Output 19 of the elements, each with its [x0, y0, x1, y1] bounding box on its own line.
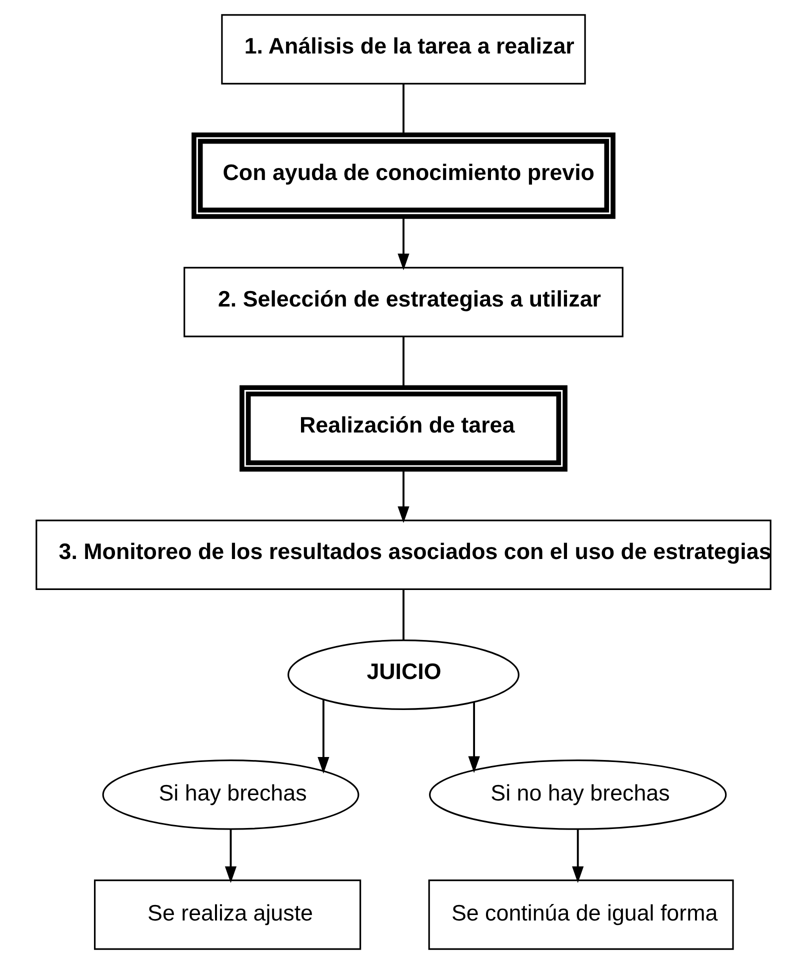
node-ellipse: Si no hay brechas: [428, 760, 726, 830]
node-box: 3. Monitoreo de los resultados asociados con el uso de estrategias: [35, 520, 771, 590]
connector: [402, 84, 404, 134]
arrow: [572, 829, 584, 883]
node-box: Se realiza ajuste: [93, 880, 361, 950]
connector: [402, 589, 404, 640]
connector: [402, 336, 404, 388]
node-ellipse: Si hay brechas: [102, 760, 359, 830]
arrow: [317, 700, 329, 774]
arrow: [468, 702, 480, 773]
arrow: [224, 829, 236, 883]
arrow: [397, 470, 409, 523]
node-box: Se continúa de igual forma: [428, 880, 734, 950]
node-box: Realización de tarea: [239, 385, 567, 472]
node-box: 1. Análisis de la tarea a realizar: [220, 14, 586, 84]
node-box: Con ayuda de conocimiento previo: [191, 132, 615, 219]
arrow: [397, 217, 409, 270]
node-ellipse: JUICIO: [287, 640, 519, 710]
node-box: 2. Selección de estrategias a utilizar: [183, 266, 623, 338]
